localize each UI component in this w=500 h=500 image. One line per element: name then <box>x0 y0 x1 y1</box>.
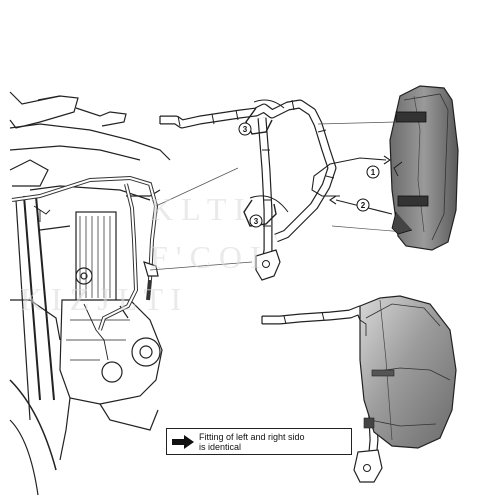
svg-text:3: 3 <box>254 217 259 226</box>
bag-bottom-illustration <box>359 295 457 449</box>
svg-text:K I Z J L T I: K I Z J L T I <box>20 281 181 317</box>
svg-text:F ' C O I: F ' C O I <box>150 239 261 275</box>
svg-text:1: 1 <box>371 168 376 177</box>
svg-text:K L T I: K L T I <box>150 191 245 227</box>
leader-lines <box>149 167 253 271</box>
callout-2: 2 <box>356 198 370 212</box>
callout-3-top: 3 <box>238 122 252 136</box>
bag-top-illustration <box>389 85 459 251</box>
callout-3-bottom: 3 <box>249 214 263 228</box>
svg-text:3: 3 <box>243 125 248 134</box>
svg-text:2: 2 <box>361 201 366 210</box>
watermark: K L T I F ' C O I K I Z J L T I <box>20 191 261 317</box>
fitting-note-line-2: is identical <box>199 441 242 452</box>
motorcycle-illustration <box>9 91 171 496</box>
bag-connector-lines <box>317 121 405 233</box>
fitting-note-line-1: Fitting of left and right sido <box>199 431 305 442</box>
callout-1: 1 <box>366 165 380 179</box>
arrow-right-icon <box>172 434 194 449</box>
fitting-note-text: Fitting of left and right sido is identi… <box>199 432 305 452</box>
fitting-note-box: Fitting of left and right sido is identi… <box>166 428 352 455</box>
callout-markers: 1 2 3 3 <box>238 122 380 228</box>
crash-bar-detail-top <box>159 99 393 281</box>
